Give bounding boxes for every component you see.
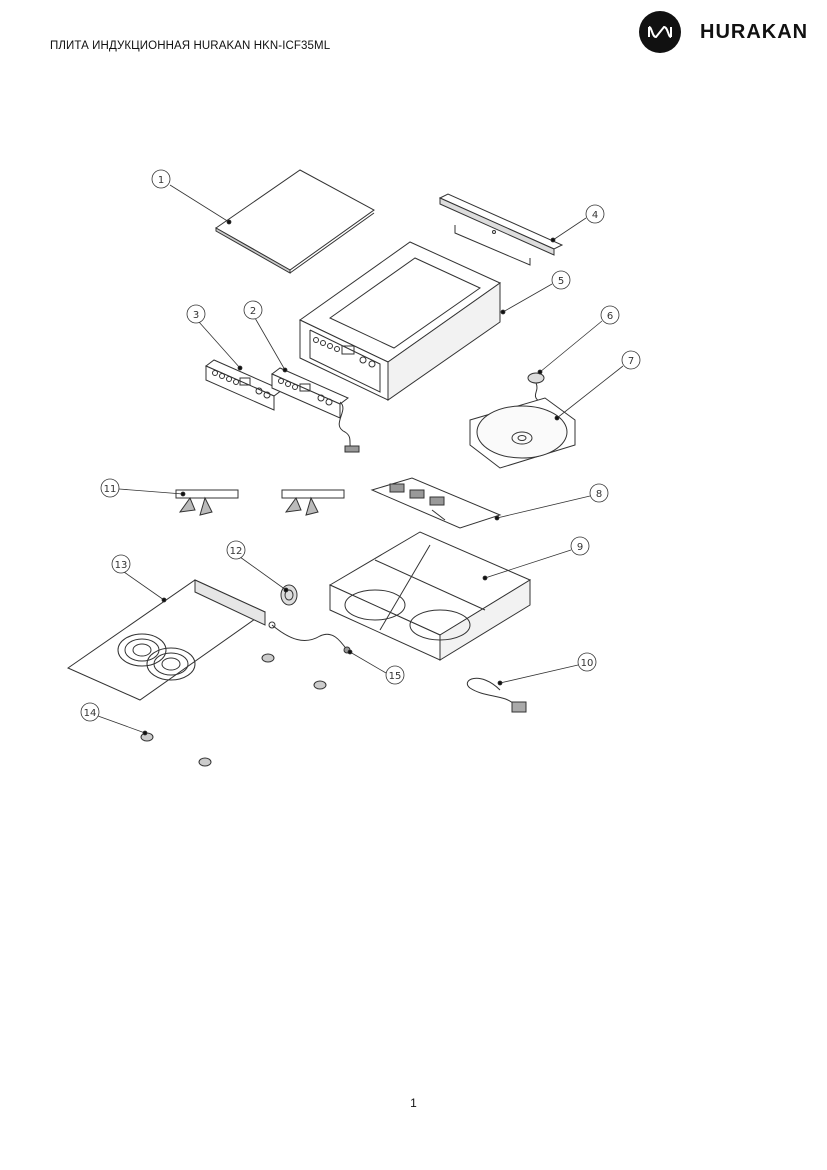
callout-12: 12	[226, 540, 289, 593]
callout-3: 3	[186, 304, 243, 371]
callout-8: 8	[494, 483, 609, 521]
callout-9: 9	[482, 536, 590, 581]
part-5-housing	[299, 241, 502, 401]
part-2-control-board	[271, 367, 360, 453]
callout-1: 1	[151, 169, 232, 225]
svg-text:2: 2	[250, 306, 256, 317]
svg-text:9: 9	[577, 542, 583, 553]
callout-7: 7	[554, 350, 641, 421]
part-13-bottom-plate	[66, 579, 267, 701]
part-3-control-panel	[205, 359, 283, 411]
brand-name: HURAKAN	[700, 20, 809, 43]
brand-wave-icon	[639, 11, 681, 53]
part-6-sensor	[527, 372, 545, 403]
callout-13: 13	[111, 554, 167, 603]
svg-text:8: 8	[596, 489, 602, 500]
part-9-chassis	[328, 531, 532, 661]
svg-text:3: 3	[193, 310, 199, 321]
svg-text:11: 11	[104, 484, 117, 495]
svg-text:4: 4	[592, 210, 598, 221]
part-10-power-cord	[467, 677, 527, 713]
callout-4: 4	[550, 204, 605, 243]
part-11-fans	[175, 489, 345, 516]
document-title: ПЛИТА ИНДУКЦИОННАЯ HURAKAN HKN-ICF35ML	[50, 40, 331, 52]
svg-text:14: 14	[84, 708, 97, 719]
callout-2: 2	[243, 300, 288, 373]
callout-10: 10	[497, 652, 597, 686]
svg-text:12: 12	[230, 546, 243, 557]
svg-text:10: 10	[581, 658, 594, 669]
brand-logo: HURAKAN	[639, 11, 808, 53]
svg-text:5: 5	[558, 276, 564, 287]
part-7-coil	[469, 397, 576, 469]
svg-text:15: 15	[389, 671, 402, 682]
svg-text:7: 7	[628, 356, 634, 367]
svg-text:13: 13	[115, 560, 128, 571]
callout-5: 5	[500, 270, 571, 315]
part-1-glass-plate	[215, 169, 375, 274]
callouts: 1 2 3 4 5 6 7	[80, 169, 641, 736]
part-8-power-board	[370, 477, 502, 529]
callout-15: 15	[347, 649, 405, 685]
callout-14: 14	[80, 702, 148, 736]
part-4-bracket	[438, 193, 564, 266]
part-15-ground-wire	[268, 621, 351, 654]
svg-text:6: 6	[607, 311, 613, 322]
callout-6: 6	[537, 305, 620, 375]
svg-text:1: 1	[158, 175, 164, 186]
callout-11: 11	[100, 478, 186, 498]
page-number: 1	[410, 1096, 417, 1110]
